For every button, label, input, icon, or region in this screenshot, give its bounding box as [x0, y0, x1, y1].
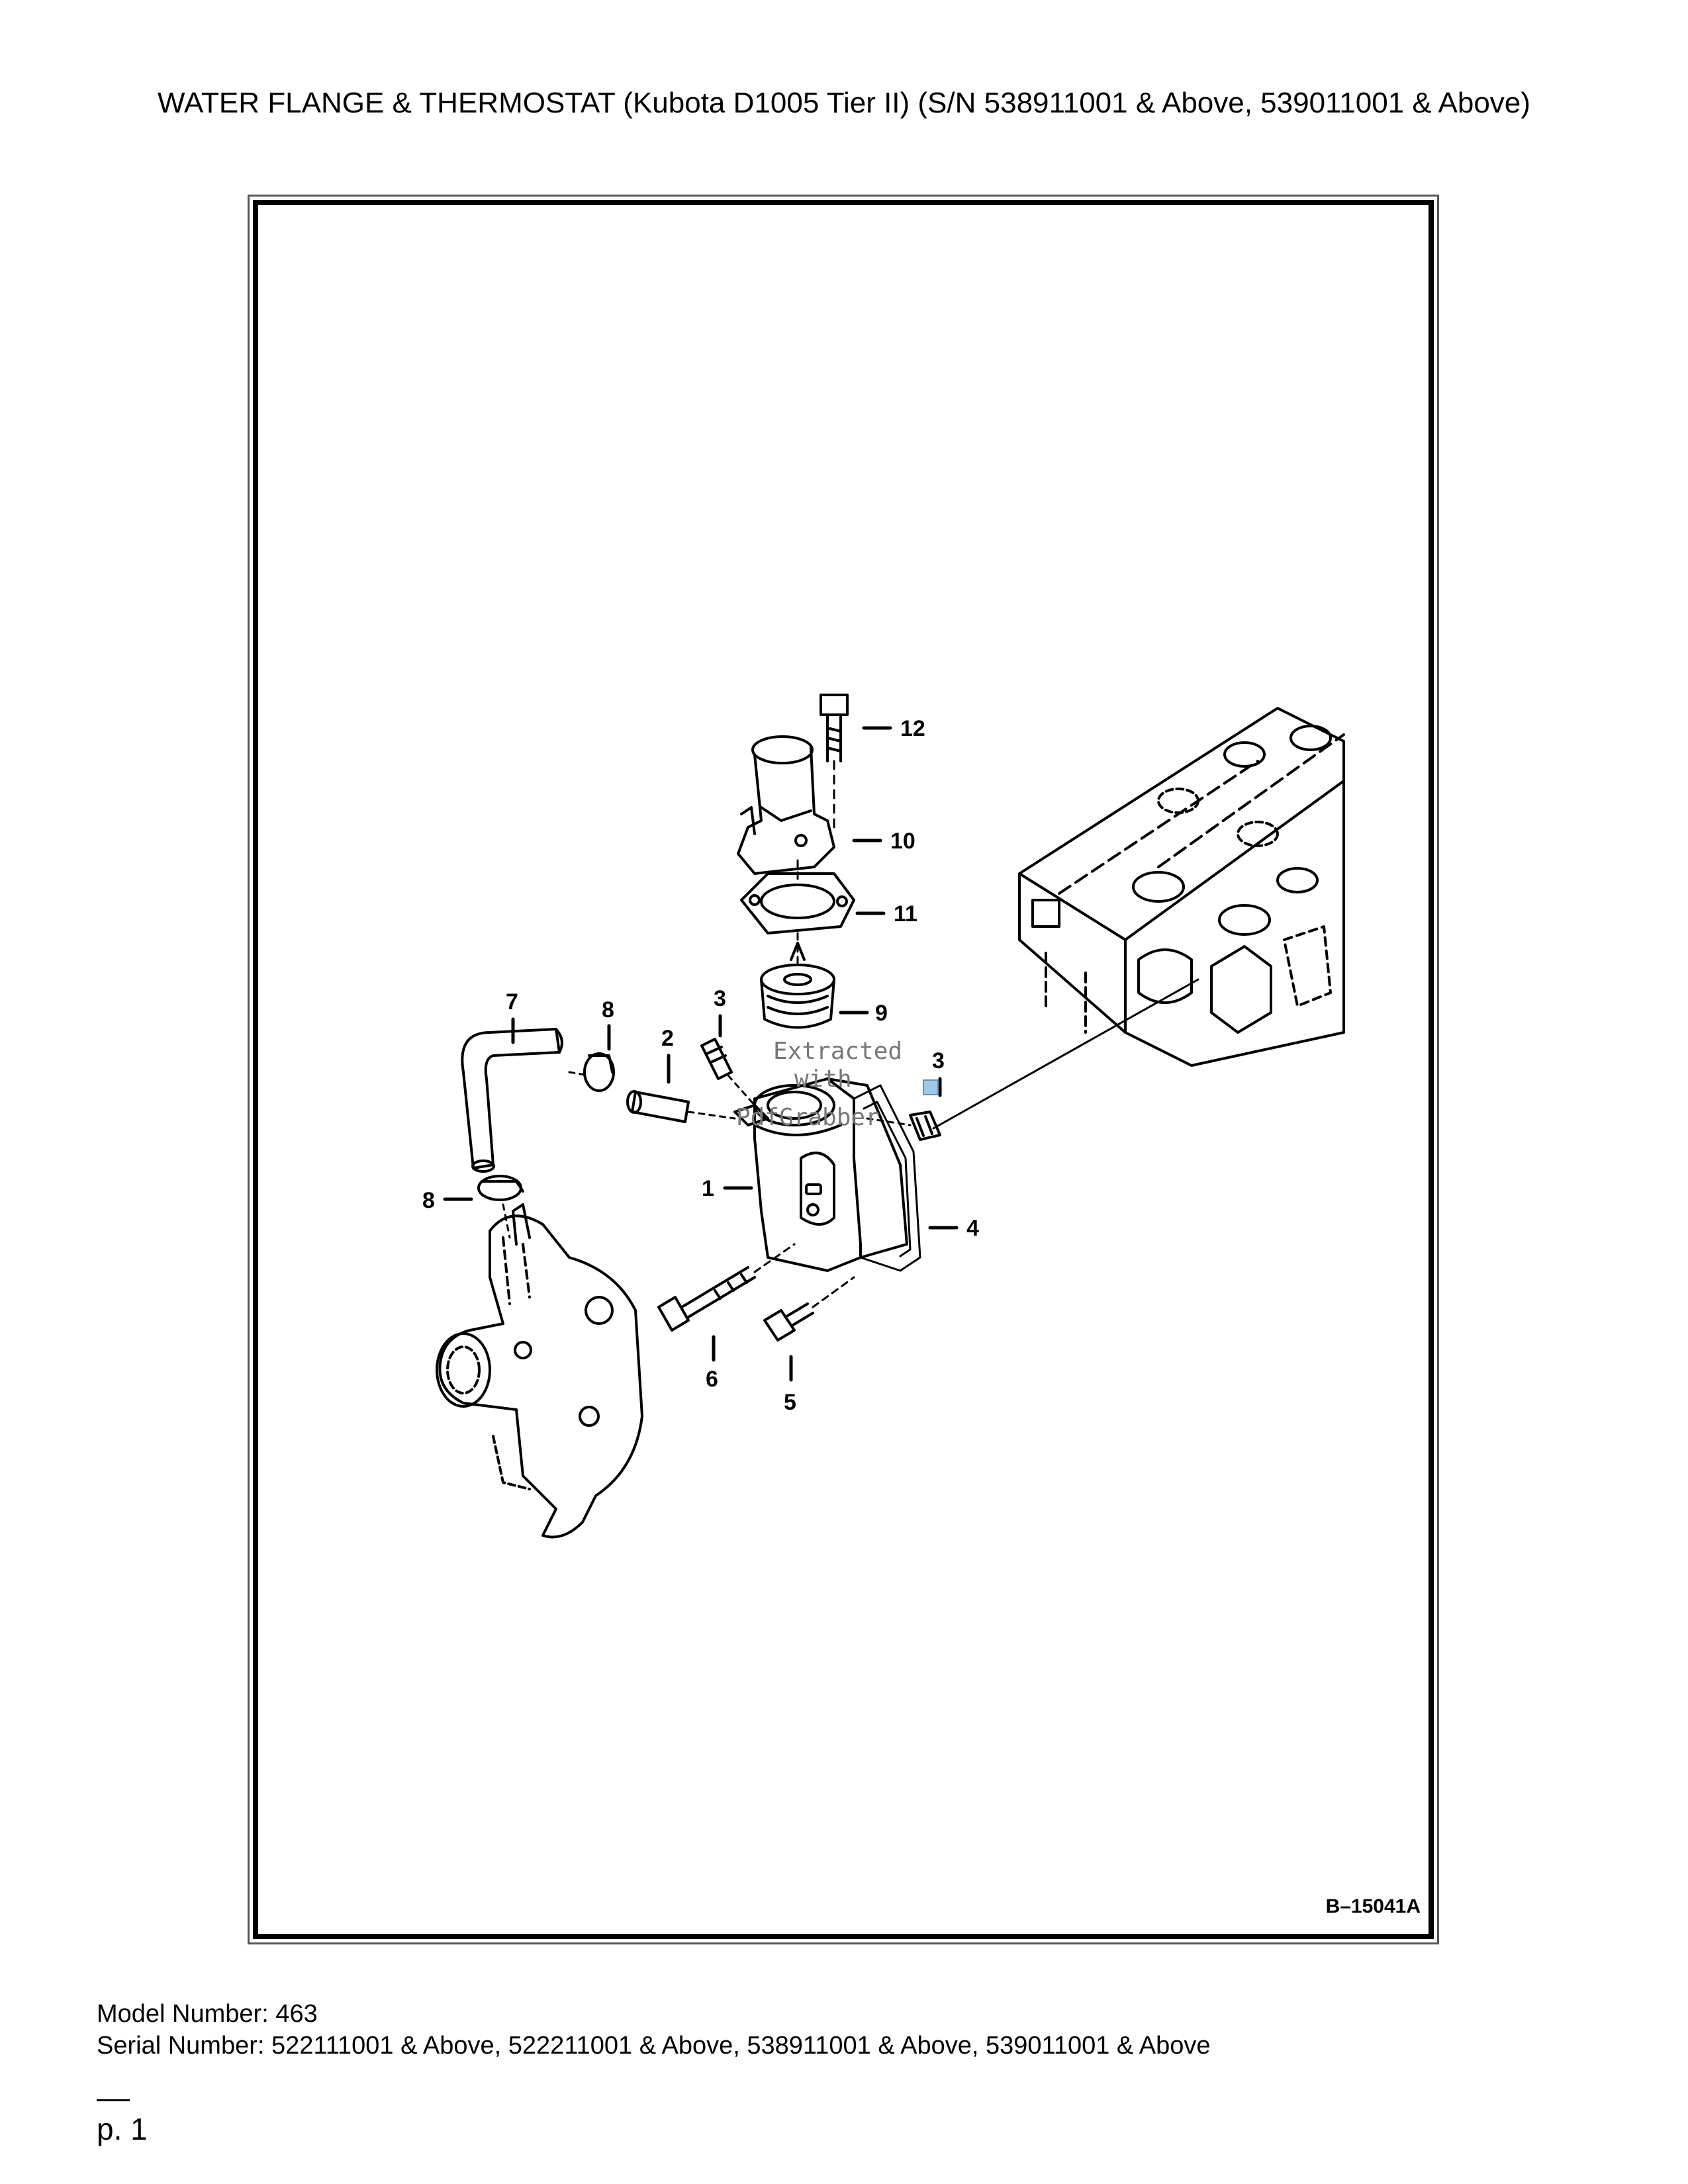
- callout-8-upper: 8: [602, 997, 614, 1023]
- hose-7: [461, 1028, 563, 1173]
- bolt-12: [820, 694, 849, 829]
- plug-3-left: [700, 1038, 756, 1107]
- water-pump: [436, 1203, 643, 1539]
- gasket-11: [740, 872, 855, 934]
- callout-6: 6: [706, 1367, 718, 1392]
- footer-divider: [97, 2099, 130, 2101]
- watermark-line-3: PdfGrabber: [736, 1104, 880, 1131]
- callout-4: 4: [966, 1216, 979, 1241]
- hose-clamp-8-upper: [583, 1052, 615, 1092]
- callout-7: 7: [506, 989, 518, 1015]
- gasket-4: [853, 1084, 921, 1272]
- thermostat: [760, 942, 835, 1029]
- watermark-line-2: with: [794, 1066, 852, 1093]
- callout-11: 11: [894, 901, 917, 927]
- assembly-lines: [796, 859, 1199, 1130]
- bolt-6: [657, 1243, 796, 1332]
- watermark-line-1: Extracted: [773, 1038, 902, 1065]
- water-outlet-flange: [737, 735, 835, 875]
- callout-8-lower: 8: [422, 1188, 435, 1213]
- callout-9: 9: [875, 1001, 888, 1026]
- callouts: 12 10 11 9 3 3 7 8 2 1 4 8 6 5: [422, 716, 979, 1415]
- page-title: WATER FLANGE & THERMOSTAT (Kubota D1005 …: [158, 87, 1530, 119]
- leader-lines: [443, 726, 959, 1382]
- callout-12: 12: [900, 716, 925, 741]
- diagram-frame: [253, 200, 1434, 1939]
- watermark-logo-icon: [923, 1079, 939, 1095]
- callout-3-right: 3: [932, 1048, 945, 1073]
- callout-2: 2: [661, 1026, 674, 1051]
- model-number: Model Number: 463: [97, 2000, 318, 2028]
- figure-id: B–15041A: [1325, 1895, 1421, 1917]
- callout-3-left: 3: [714, 986, 726, 1011]
- pdfgrabber-watermark: Extracted with PdfGrabber: [736, 1038, 939, 1131]
- serial-number: Serial Number: 522111001 & Above, 522211…: [97, 2032, 1211, 2060]
- engine-block: [1018, 707, 1345, 1067]
- diagram-frame-outer: [248, 195, 1439, 1944]
- plug-3-right: [866, 1111, 941, 1141]
- callout-5: 5: [784, 1390, 796, 1415]
- callout-1: 1: [702, 1176, 714, 1201]
- callout-10: 10: [890, 829, 915, 854]
- water-flange-body: [733, 1077, 908, 1272]
- page-number: p. 1: [97, 2112, 148, 2146]
- hose-clamp-8-lower: [477, 1175, 524, 1201]
- pipe-2: [502, 1071, 736, 1239]
- bolt-5: [763, 1276, 855, 1342]
